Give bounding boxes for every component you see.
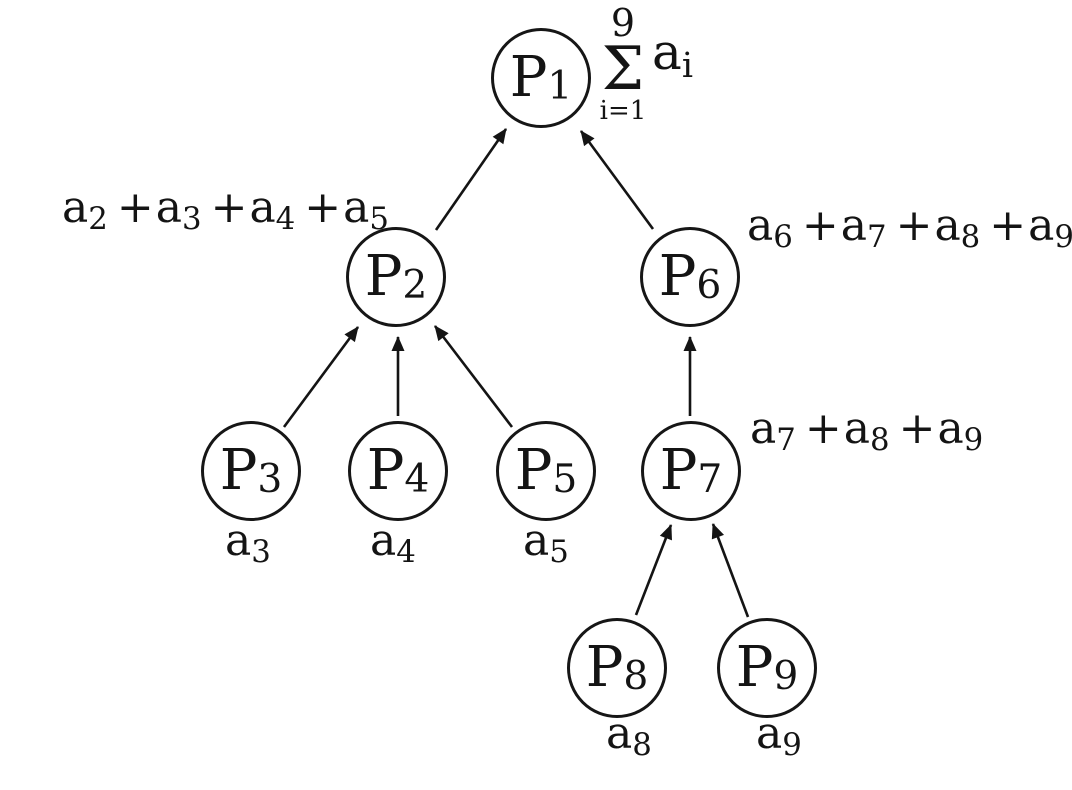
leaf-value-p3: a3 <box>225 515 271 570</box>
node-p7-label: P <box>659 438 698 503</box>
node-p8-label: P <box>585 635 624 700</box>
node-p5-label: P <box>514 438 553 503</box>
node-p3-label: P <box>219 438 258 503</box>
node-p6-label: P <box>658 244 697 309</box>
root-sum-term: ai <box>652 23 694 86</box>
partial-sum-p6: a6+a7+a8+a9 <box>747 200 1072 255</box>
edge-p6-p1 <box>579 130 655 230</box>
leaf-value-p4: a4 <box>370 515 416 570</box>
node-p4-label: P <box>366 438 405 503</box>
node-p9-label: P <box>735 635 774 700</box>
leaf-value-p5: a5 <box>523 515 569 570</box>
edge-p8-p7 <box>634 524 673 616</box>
sum-lower-limit: i=1 <box>599 96 647 127</box>
edge-p5-p2 <box>433 325 514 428</box>
partial-sum-p7: a7+a8+a9 <box>750 403 984 458</box>
root-sum-annotation: 9 Σ i=1 <box>596 4 650 126</box>
leaf-value-p8: a8 <box>606 708 652 763</box>
edge-p9-p7 <box>711 523 750 618</box>
leaf-value-p9: a9 <box>756 708 802 763</box>
edge-p2-p1 <box>434 128 508 231</box>
edge-p3-p2 <box>282 326 360 428</box>
node-p2-label: P <box>364 244 403 309</box>
sigma-symbol: Σ <box>601 34 645 104</box>
partial-sum-p2: a2+a3+a4+a5 <box>62 182 389 237</box>
sum-upper-limit: 9 <box>610 1 636 45</box>
node-p1-label: P <box>509 45 548 110</box>
